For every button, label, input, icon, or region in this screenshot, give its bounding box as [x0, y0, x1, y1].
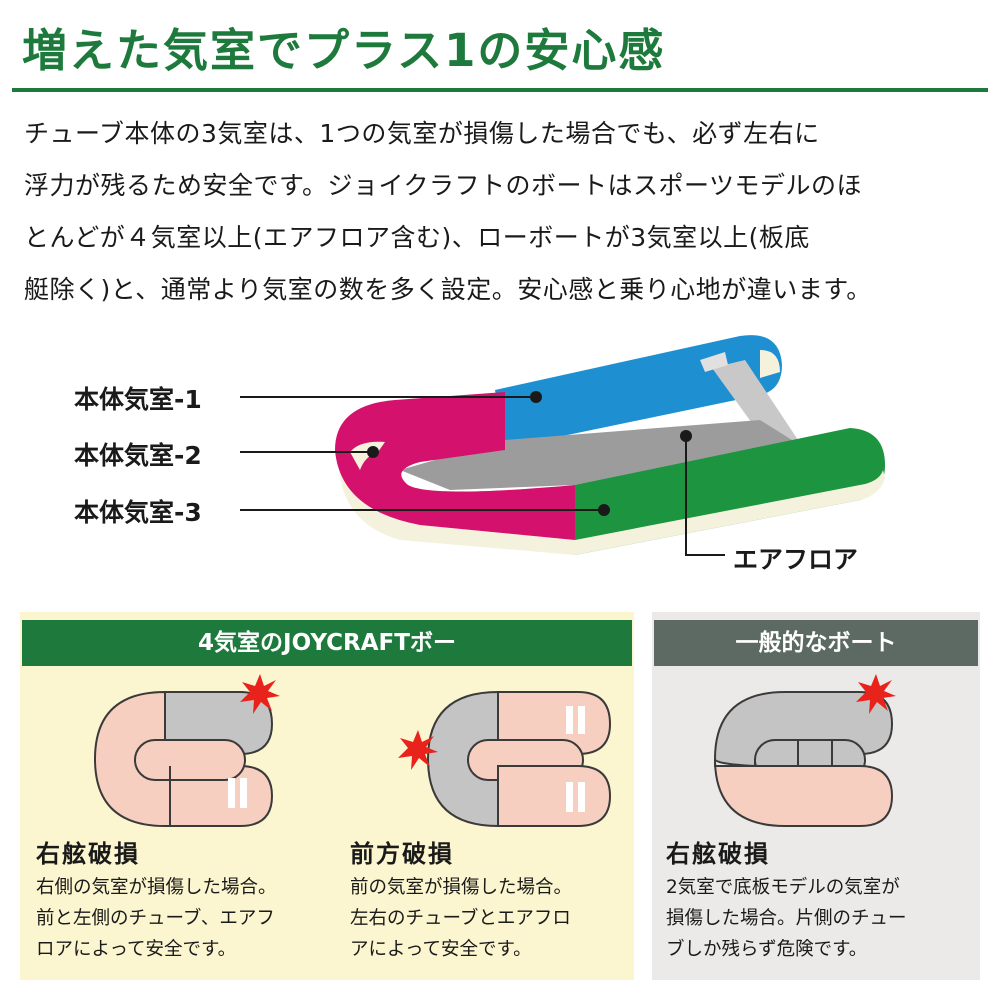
case-desc-line: ロアによって安全です。 — [36, 939, 237, 960]
case-desc-line: 左右のチューブとエアフロ — [350, 908, 571, 929]
general-panel: 一般的なボート 右舷破損 2気室で底板モデルの気室が 損傷した場合。片側のチュー… — [652, 612, 980, 980]
case-general-diagram — [713, 691, 894, 827]
case-desc-line: 2気室で底板モデルの気室が — [666, 877, 900, 898]
label-chamber-1: 本体気室-1 — [74, 385, 202, 414]
hull-trim — [338, 440, 575, 555]
intro-line: チューブ本体の3気室は、1つの気室が損傷した場合でも、必ず左右に — [24, 119, 820, 148]
case-desc-line: 損傷した場合。片側のチュー — [666, 908, 907, 929]
general-header: 一般的なボート — [654, 620, 978, 666]
case-description: 前の気室が損傷した場合。 左右のチューブとエアフロ アによって安全です。 — [350, 872, 572, 965]
intro-line: 浮力が残るため安全です。ジョイクラフトのボートはスポーツモデルのほ — [24, 171, 863, 200]
case-desc-line: 前の気室が損傷した場合。 — [350, 877, 573, 898]
joycraft-header: 4気室のJOYCRAFTボー — [22, 620, 632, 666]
floor-back — [712, 360, 798, 448]
label-chamber-3: 本体気室-3 — [74, 498, 202, 527]
burst-icon — [856, 674, 896, 714]
intro-line: とんどが４気室以上(エアフロア含む)、ローボートが3気室以上(板底 — [24, 223, 810, 252]
page-title: 増えた気室でプラス1の安心感 — [22, 24, 666, 77]
chamber-3 — [575, 428, 885, 555]
case-title: 右舷破損 — [666, 840, 770, 868]
case-desc-line: ブしか残らず危険です。 — [666, 939, 868, 960]
case-description: 2気室で底板モデルの気室が 損傷した場合。片側のチュー ブしか残らず危険です。 — [666, 872, 907, 965]
burst-icon — [240, 674, 280, 714]
intro-line: 艇除く)と、通常より気室の数を多く設定。安心感と乗り心地が違います。 — [24, 275, 872, 304]
label-chamber-2: 本体気室-2 — [74, 441, 202, 470]
case-title: 前方破損 — [350, 840, 454, 868]
case-desc-line: 前と左側のチューブ、エアフ — [36, 908, 275, 929]
case-bow-diagram — [426, 690, 612, 828]
boat-diagram — [240, 335, 885, 556]
case-desc-line: 右側の気室が損傷した場合。 — [36, 877, 277, 898]
case-description: 右側の気室が損傷した場合。 前と左側のチューブ、エアフ ロアによって安全です。 — [36, 872, 277, 965]
case-title: 右舷破損 — [36, 840, 140, 868]
intro-text: チューブ本体の3気室は、1つの気室が損傷した場合でも、必ず左右に 浮力が残るため… — [24, 108, 984, 316]
burst-icon — [398, 730, 438, 770]
chamber-2 — [335, 392, 575, 540]
case-desc-line: アによって安全です。 — [350, 939, 532, 960]
joycraft-panel: 4気室のJOYCRAFTボー 右舷破損 右側の気室が損傷した場合。 前と左側のチ… — [20, 612, 634, 980]
title-underline — [12, 88, 988, 92]
air-floor — [400, 420, 800, 490]
label-air-floor: エアフロア — [733, 545, 859, 574]
